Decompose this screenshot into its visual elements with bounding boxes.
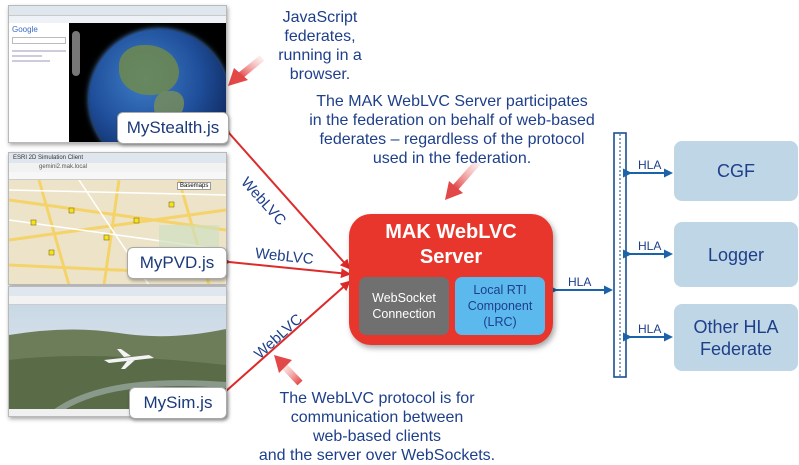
hla-label-cgf: HLA — [638, 158, 662, 172]
pointer-arrow-protocol — [274, 355, 303, 386]
hla-label-other: HLA — [638, 322, 662, 336]
app-label-mysim: MySim.js — [129, 387, 227, 419]
browser-tab: ESRI 2D Simulation Client — [9, 153, 226, 163]
app-label-mystealth: MyStealth.js — [117, 112, 229, 144]
weblvc-arrow-stealth — [219, 123, 351, 270]
browser-screenshot-3d — [8, 286, 227, 417]
caption-js-federates: JavaScript federates, running in a brows… — [278, 9, 362, 83]
federate-logger: Logger — [674, 222, 798, 287]
search-logo: Google — [12, 25, 38, 34]
app-label-mypvd: MyPVD.js — [127, 247, 227, 279]
weblvc-arrow-pvd — [220, 256, 351, 279]
caption-server-participates: The MAK WebLVC Server participates in th… — [309, 93, 595, 167]
websocket-connection-box: WebSocket Connection — [359, 277, 449, 335]
local-rti-component-box: Local RTI Component (LRC) — [455, 277, 545, 335]
pointer-arrow-server — [445, 159, 481, 200]
federate-other-hla: Other HLA Federate — [674, 304, 798, 371]
weblvc-arrow-sim — [215, 280, 351, 402]
browser-screenshot-globe: Google — [8, 5, 227, 143]
hla-label-logger: HLA — [638, 239, 662, 253]
pointer-arrow-js — [228, 55, 265, 86]
hla-label-server: HLA — [568, 275, 592, 289]
zoom-control — [72, 31, 80, 76]
basemaps-button: Basemaps — [177, 182, 212, 190]
hla-bus — [613, 132, 627, 378]
server-title: MAK WebLVC Server — [385, 221, 517, 268]
weblvc-server: MAK WebLVC Server WebSocket Connection L… — [349, 214, 553, 345]
federate-cgf: CGF — [674, 141, 798, 201]
address-bar: gemini2.mak.local — [9, 163, 226, 172]
caption-protocol: The WebLVC protocol is for communication… — [258, 390, 496, 464]
